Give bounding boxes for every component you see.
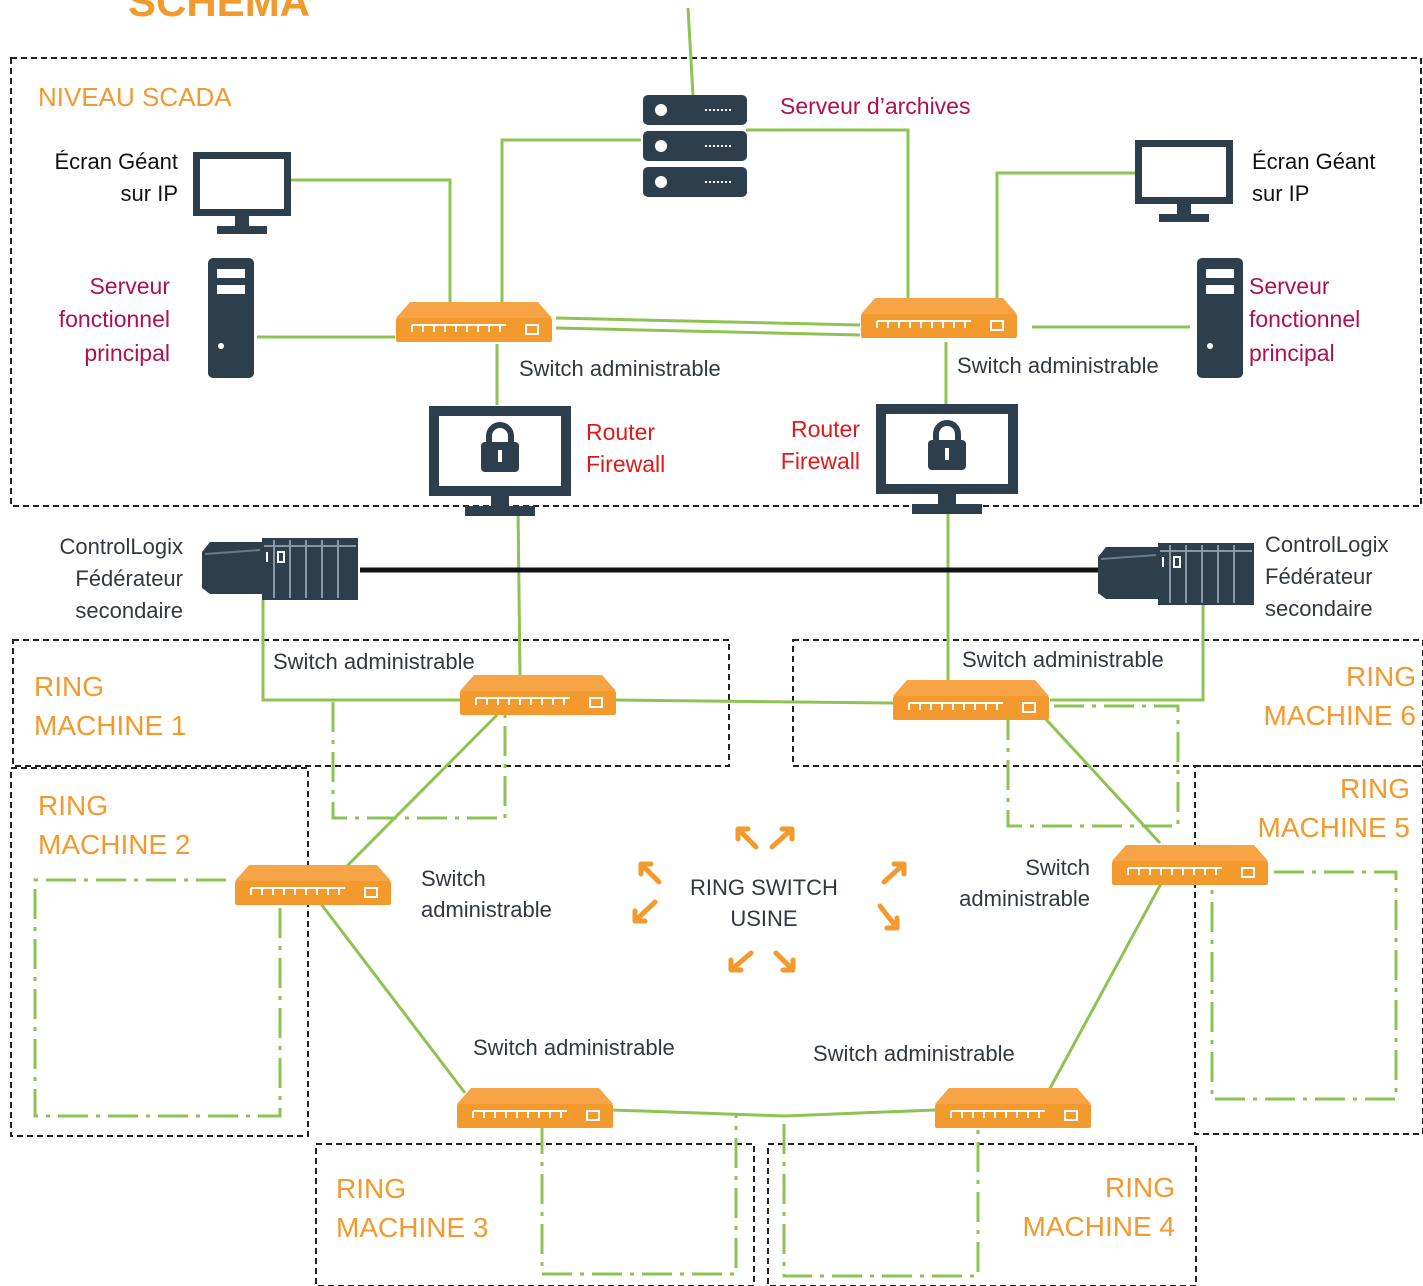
link-scada-switches-a — [555, 316, 861, 327]
ring6-zone-border — [792, 639, 1423, 767]
switch-ring1-label: Switch administrable — [273, 649, 475, 674]
zone-borders — [10, 57, 1423, 1286]
server-left-icon — [208, 258, 254, 378]
switch-ring4-icon — [934, 1087, 1092, 1129]
switch-scada-left-label: Switch administrable — [519, 356, 721, 381]
server-right-icon — [1197, 258, 1243, 378]
scada-zone-label: NIVEAU SCADA — [38, 82, 232, 112]
ring2-loop — [33, 878, 282, 1118]
switch-scada-right-label: Switch administrable — [957, 353, 1159, 378]
link-ring3-ring4 — [611, 1108, 936, 1118]
ring5-zone-border — [1194, 765, 1423, 1135]
ring5-loop — [1210, 870, 1398, 1101]
link-uplink — [686, 7, 695, 96]
scada-zone-border — [10, 57, 1422, 507]
switch-ring3-icon — [456, 1087, 614, 1129]
switch-scada-right-icon — [860, 297, 1018, 339]
switch-ring1-icon — [459, 674, 617, 716]
link-ring1-ring6 — [613, 698, 894, 705]
ring4-loop — [782, 1124, 980, 1278]
switch-ring6-icon — [892, 679, 1050, 721]
ring2-zone-border — [10, 767, 309, 1137]
switch-ring3-label: Switch administrable — [473, 1035, 675, 1060]
ring6-loop — [1006, 704, 1180, 828]
plc-left-icon — [201, 537, 359, 601]
link-plc-left-ring1 — [261, 600, 460, 702]
page-title: SCHEMA — [128, 0, 311, 25]
ring1-loop — [331, 702, 507, 820]
screen-left-icon — [193, 152, 291, 234]
link-ring4-ring5 — [1046, 879, 1165, 1093]
link-plc-right-ring6 — [1050, 604, 1205, 702]
network-links — [257, 7, 1205, 1118]
plc-right-icon — [1097, 542, 1255, 606]
screen-right-icon — [1135, 140, 1233, 222]
link-archive-right-switch — [746, 128, 910, 298]
ring1-zone-border — [12, 639, 730, 767]
switch-ring5-icon — [1111, 844, 1269, 886]
link-ring1-ring2 — [343, 713, 499, 870]
ring4-zone-border — [767, 1143, 1197, 1286]
link-scada-switches-b — [555, 326, 861, 337]
switch-ring2-icon — [234, 864, 392, 906]
switch-ring6-label: Switch administrable — [962, 647, 1164, 672]
link-router-ring1 — [516, 507, 522, 676]
switch-scada-left-icon — [395, 301, 553, 343]
ring3-loop — [540, 1114, 738, 1276]
link-ring6-ring5 — [1040, 713, 1162, 845]
center-arrows-icon — [632, 826, 907, 973]
link-ring2-ring3 — [316, 899, 467, 1094]
switch-ring4-label: Switch administrable — [813, 1041, 1015, 1066]
router-left-icon — [429, 406, 571, 516]
archive-server-label: Serveur d’archives — [780, 93, 971, 119]
link-screen-right-switch — [995, 171, 1135, 300]
link-screen-left-switch — [291, 178, 452, 302]
machine-rings — [33, 702, 1398, 1278]
link-archive-left-switch — [500, 138, 641, 302]
router-right-icon — [876, 404, 1018, 514]
archive-server-icon — [642, 94, 748, 198]
